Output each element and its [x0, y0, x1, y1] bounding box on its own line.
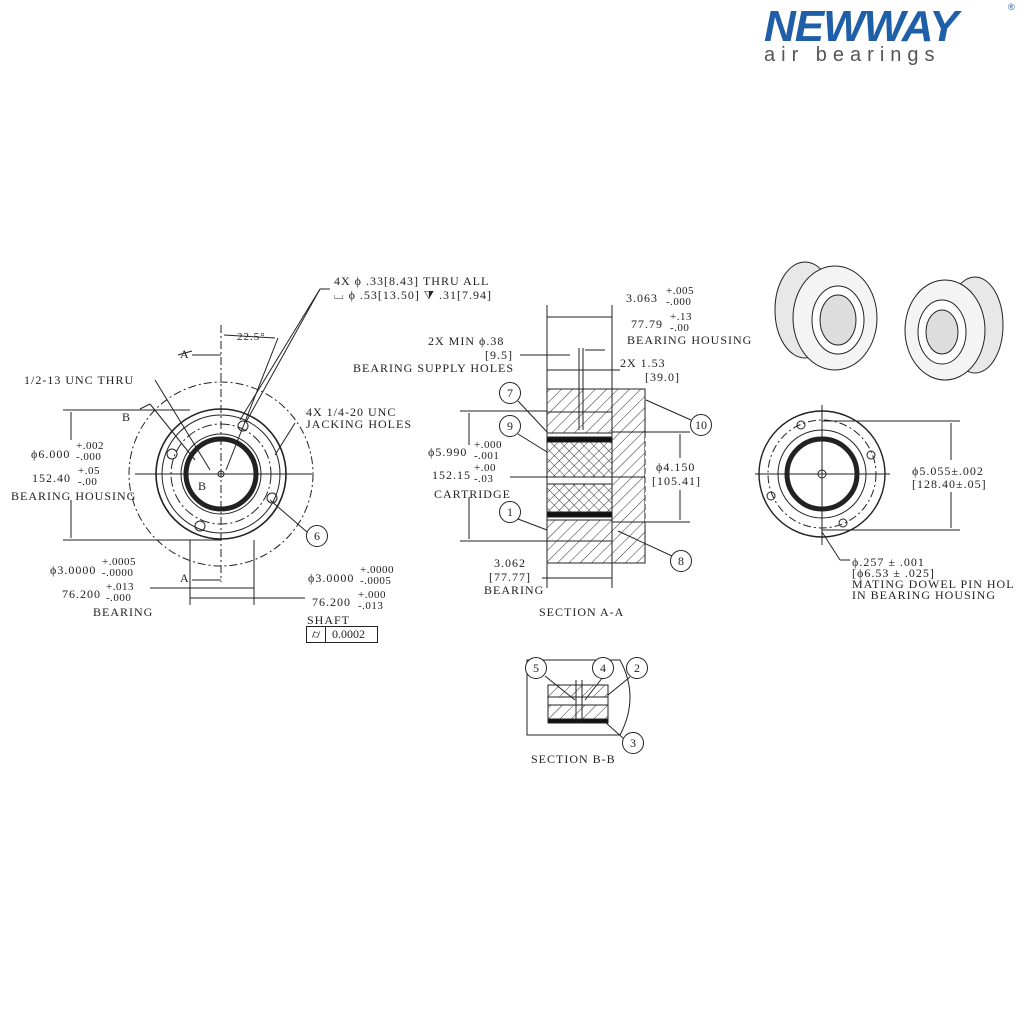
section-b-marker-top: B: [122, 410, 132, 424]
brand-tagline: air bearings: [764, 44, 941, 66]
dowel-note-line2: [ϕ6.53 ± .025]: [852, 566, 935, 580]
housing-length-mm-plus: +.13: [670, 311, 692, 323]
housing-length-mm-minus: -.00: [670, 322, 690, 334]
balloon-2: 2: [626, 657, 648, 679]
balloon-6: 6: [306, 525, 328, 547]
bearing-tol-plus: +.0005: [102, 556, 136, 568]
brand-logo: NEWWAY: [764, 2, 959, 51]
registered-mark: ®: [1008, 2, 1015, 12]
supply-holes-line2: [9.5]: [485, 348, 513, 362]
housing-length: 3.063: [626, 291, 658, 305]
balloon-4: 4: [592, 657, 614, 679]
jacking-note-line2: JACKING HOLES: [306, 417, 412, 431]
supply-spacing-mm: [39.0]: [645, 370, 680, 384]
shaft-dia: ϕ3.0000: [308, 571, 355, 585]
section-b-b: [526, 659, 631, 739]
balloon-7: 7: [499, 382, 521, 404]
balloon-3: 3: [622, 732, 644, 754]
angle-label: 22.5°: [237, 331, 266, 343]
bearing-tol-minus: -.0000: [102, 567, 134, 579]
bearing-dia: ϕ3.0000: [50, 563, 97, 577]
shaft-mm-plus: +.000: [358, 589, 386, 601]
cylindricity-icon: ⌭: [307, 627, 326, 642]
balloon-9: 9: [499, 415, 521, 437]
section-a-marker-top: A: [180, 347, 190, 361]
shaft-mm: 76.200: [312, 595, 351, 609]
supply-holes-line3: BEARING SUPPLY HOLES: [353, 361, 515, 375]
housing-length-plus: +.005: [666, 285, 694, 297]
balloon-5: 5: [525, 657, 547, 679]
shaft-label: SHAFT: [307, 613, 351, 627]
housing-mm: 152.40: [32, 471, 71, 485]
shaft-mm-minus: -.013: [358, 600, 384, 612]
bearing-mm: 76.200: [62, 587, 101, 601]
housing-tol-plus: +.002: [76, 440, 104, 452]
dowel-note-line4: IN BEARING HOUSING: [852, 588, 996, 602]
bearing-length-label: BEARING: [484, 583, 545, 597]
end-view-dia: ϕ5.055±.002: [912, 464, 984, 478]
bore-dia: ϕ4.150: [656, 460, 696, 474]
holes-note-line1: 4X ϕ .33[8.43] THRU ALL: [334, 274, 490, 288]
cartridge-label: CARTRIDGE: [434, 487, 511, 501]
shaft-tol-plus: +.0000: [360, 564, 394, 576]
balloon-1: 1: [499, 501, 521, 523]
cylindricity-value: 0.0002: [332, 627, 365, 641]
housing-label: BEARING HOUSING: [11, 489, 137, 503]
section-a-marker-bottom: A: [180, 571, 190, 585]
balloon-8: 8: [670, 550, 692, 572]
section-a-a-title: SECTION A-A: [539, 605, 625, 619]
bore-dia-mm: [105.41]: [652, 474, 701, 488]
bearing-length-mm: [77.77]: [489, 570, 531, 584]
housing-mm-plus: +.05: [78, 465, 100, 477]
cartridge-mm-minus: -.03: [474, 473, 494, 485]
cartridge-mm-plus: +.00: [474, 462, 496, 474]
bearing-length: 3.062: [494, 556, 526, 570]
housing-length-minus: -.000: [666, 296, 692, 308]
section-b-marker-inner: B: [198, 479, 208, 493]
thread-note: 1/2-13 UNC THRU: [24, 373, 135, 387]
cartridge-tol-minus: -.001: [474, 450, 500, 462]
supply-holes-line1: 2X MIN ϕ.38: [428, 334, 505, 348]
jacking-note-line1: 4X 1/4-20 UNC: [306, 405, 397, 419]
shaft-tol-minus: -.0005: [360, 575, 392, 587]
end-view-dia-mm: [128.40±.05]: [912, 477, 987, 491]
holes-note-line2: ⌴ ϕ .53[13.50] ⧩ .31[7.94]: [334, 288, 492, 302]
cartridge-tol-plus: +.000: [474, 439, 502, 451]
bearing-mm-plus: +.013: [106, 581, 134, 593]
housing-dia: ϕ6.000: [31, 447, 71, 461]
bearing-label: BEARING: [93, 605, 154, 619]
section-a-a: [460, 305, 692, 588]
housing-length-mm: 77.79: [631, 317, 663, 331]
dowel-note-line1: ϕ.257 ± .001: [852, 555, 925, 569]
cartridge-dia: ϕ5.990: [428, 445, 468, 459]
housing-mm-minus: -.00: [78, 476, 98, 488]
housing-tol-minus: -.000: [76, 451, 102, 463]
front-view: [63, 288, 330, 605]
bearing-mm-minus: -.000: [106, 592, 132, 604]
housing-length-label: BEARING HOUSING: [627, 333, 753, 347]
isometric-renders: [774, 261, 1004, 381]
balloon-10: 10: [690, 414, 712, 436]
cartridge-mm: 152.15: [432, 468, 471, 482]
end-view: [755, 405, 960, 561]
section-b-b-title: SECTION B-B: [531, 752, 616, 766]
dowel-note-line3: MATING DOWEL PIN HOLE: [852, 578, 1014, 590]
cylindricity-tolerance-frame: ⌭ 0.0002: [306, 626, 378, 643]
supply-spacing: 2X 1.53: [620, 356, 666, 370]
